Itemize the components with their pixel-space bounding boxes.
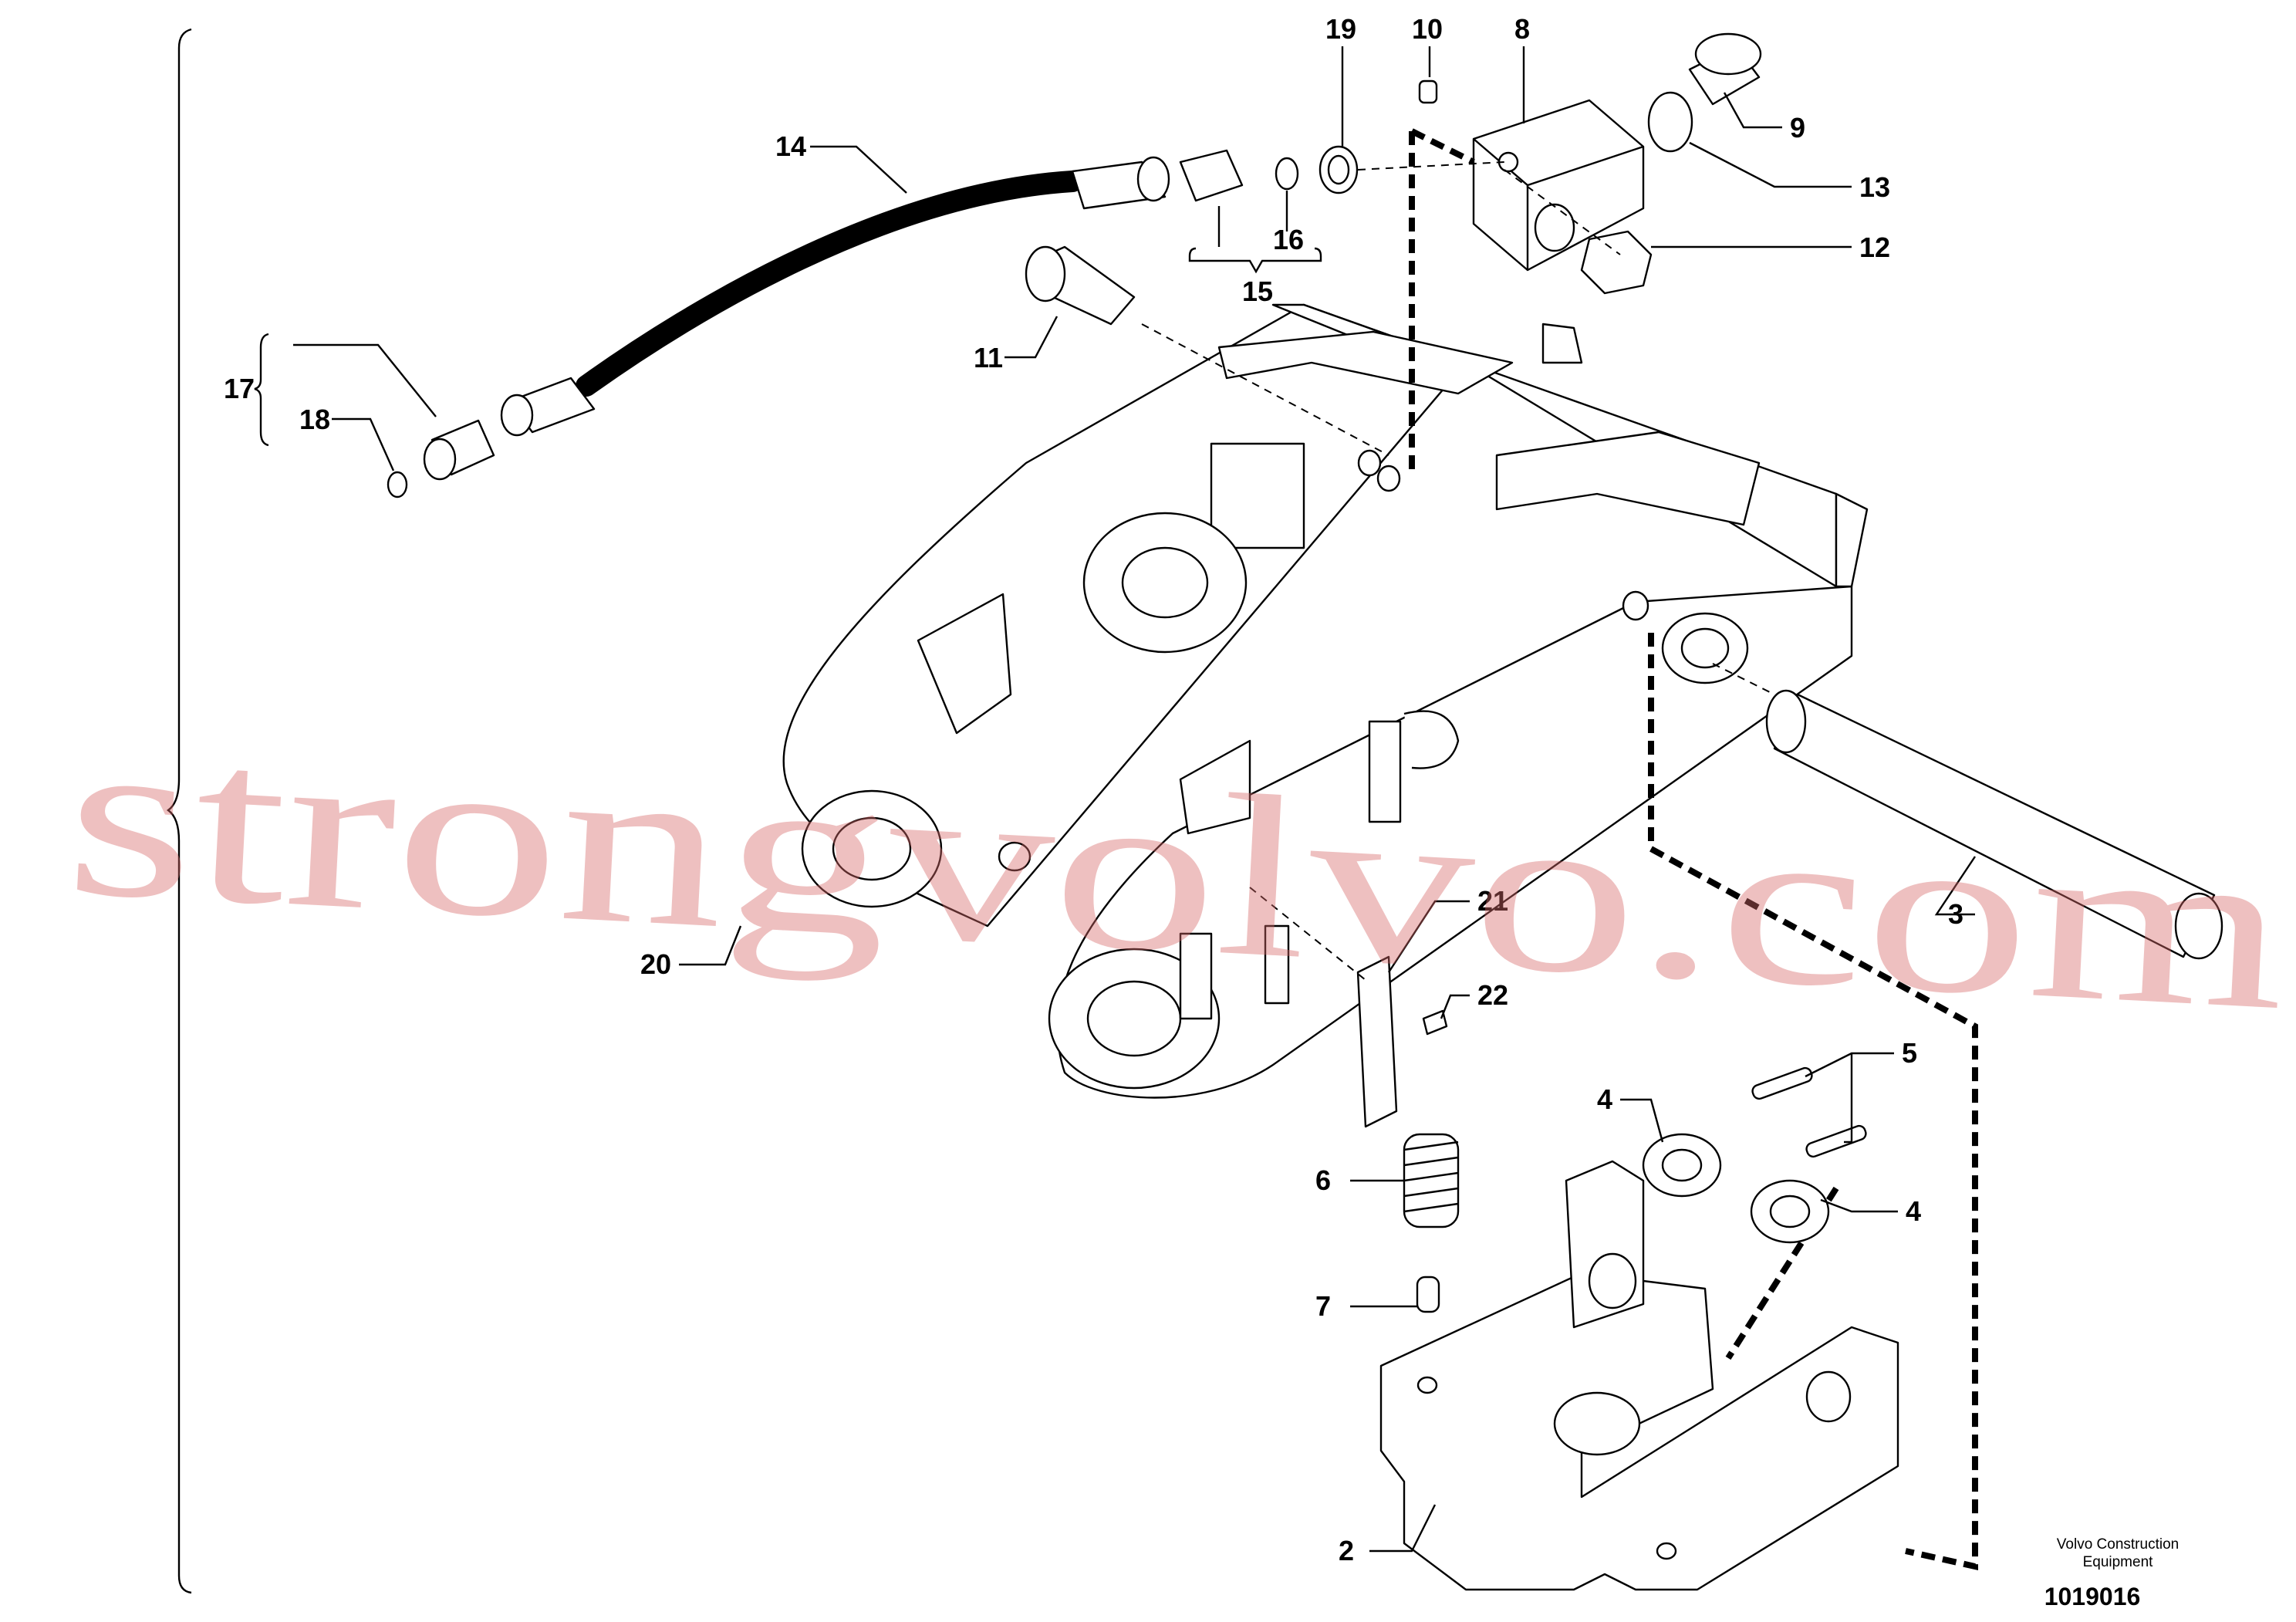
- document-number: 1019016: [2044, 1583, 2141, 1610]
- hose-part-14: [576, 171, 1083, 397]
- leader-lines: [254, 46, 1976, 1553]
- callout-17: 17: [224, 373, 255, 404]
- callout-3: 3: [1948, 898, 1963, 930]
- callout-14: 14: [775, 130, 806, 162]
- callout-21: 21: [1477, 885, 1508, 917]
- hose-assembly: [387, 156, 1389, 498]
- callout-22: 22: [1477, 979, 1508, 1011]
- callout-7: 7: [1315, 1290, 1331, 1322]
- callout-9: 9: [1790, 112, 1805, 144]
- callout-6: 6: [1315, 1164, 1331, 1196]
- callout-13: 13: [1859, 171, 1890, 203]
- callout-18: 18: [299, 404, 330, 435]
- screw-part-22: [1422, 1009, 1448, 1036]
- o-ring-part-16: [1275, 157, 1299, 191]
- o-ring-part-13: [1647, 91, 1693, 153]
- callout-10: 10: [1412, 13, 1443, 45]
- callout-8: 8: [1514, 13, 1530, 45]
- callout-19: 19: [1325, 13, 1356, 45]
- spring-part-6: [1403, 1133, 1460, 1228]
- callout-5: 5: [1902, 1037, 1917, 1069]
- assembly-bracket: [166, 28, 192, 1594]
- callout-labels: 14 11 17 18 16 15 19 10 8 9 13 12 20 3 2…: [224, 13, 1963, 1566]
- callout-2: 2: [1339, 1535, 1354, 1566]
- publisher-name-line1: Volvo Construction: [2057, 1536, 2179, 1553]
- o-ring-part-18: [387, 471, 408, 498]
- coupler-frame: [782, 303, 1869, 1099]
- nut-part-12: [1580, 230, 1653, 295]
- valve-block-part-8: [1472, 99, 1645, 272]
- plate-part-21: [1356, 955, 1398, 1128]
- valve-block-assembly: [1179, 32, 1762, 471]
- pin-part-5b: [1805, 1124, 1867, 1158]
- callout-11: 11: [974, 342, 1003, 373]
- publisher-name-line2: Equipment: [2083, 1554, 2154, 1570]
- pin-part-3: [1648, 633, 2223, 1570]
- adapter-part-15: [1179, 149, 1244, 202]
- callout-16: 16: [1273, 224, 1304, 255]
- callout-12: 12: [1859, 231, 1890, 263]
- callout-4-right: 4: [1906, 1195, 1921, 1227]
- set-screw-part-10: [1418, 79, 1438, 104]
- callout-15: 15: [1242, 275, 1273, 307]
- small-parts-lower: [1249, 887, 1867, 1313]
- callout-4-left: 4: [1597, 1083, 1612, 1115]
- plug-part-7: [1416, 1276, 1440, 1313]
- callout-20: 20: [640, 948, 671, 980]
- pin-part-5a: [1751, 1066, 1813, 1100]
